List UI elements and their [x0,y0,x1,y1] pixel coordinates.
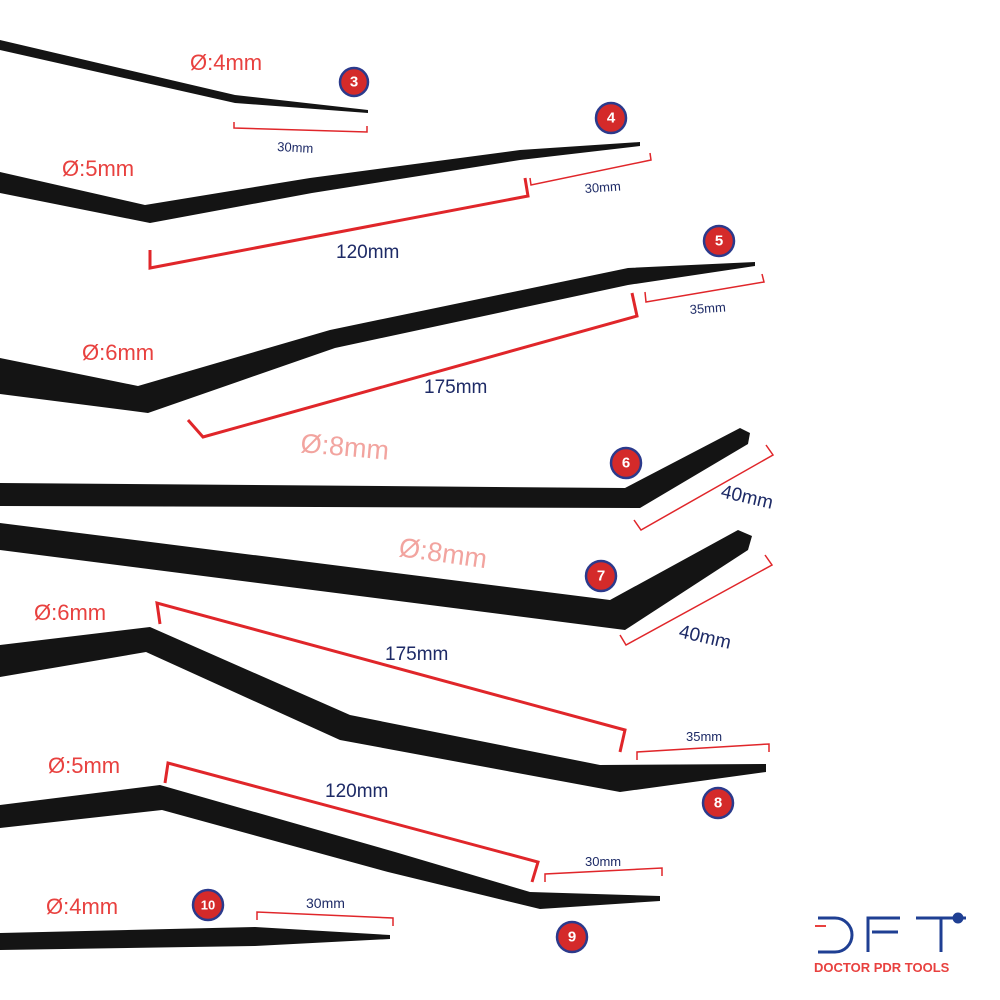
rod-7 [0,523,752,630]
tip-label-8: 35mm [686,729,722,744]
tip-label-3: 30mm [277,139,314,156]
shaft-dimension-4 [148,177,530,270]
shaft-label-4: 120mm [336,242,399,263]
svg-text:3: 3 [350,74,358,91]
rod-9 [0,785,660,909]
svg-text:8: 8 [714,795,722,812]
tip-label-10: 30mm [306,895,345,911]
badge-6: 6 [609,446,643,480]
badge-10: 10 [191,888,225,922]
svg-text:9: 9 [568,929,576,946]
rod-5 [0,262,755,413]
shaft-label-5: 175mm [424,377,487,398]
rod-3 [0,40,368,113]
tool-10: Ø:4mm 30mm 10 [0,888,394,950]
tip-label-9: 30mm [585,854,621,869]
svg-text:10: 10 [201,898,215,913]
tool-5: Ø:6mm 175mm 35mm 5 [0,224,765,439]
badge-5: 5 [702,224,736,258]
diameter-label-4: Ø:5mm [62,156,134,181]
tip-label-7: 40mm [677,621,733,653]
tip-dimension-3 [233,122,368,133]
tip-dimension-10 [256,911,394,926]
badge-3: 3 [338,66,370,98]
tip-label-4: 30mm [584,179,621,196]
tool-6: Ø:8mm 40mm 6 [0,428,775,531]
diameter-label-5: Ø:6mm [82,340,154,365]
tip-dimension-6 [633,444,775,531]
diameter-label-6: Ø:8mm [299,428,390,466]
tip-label-5: 35mm [689,300,726,317]
shaft-dimension-9 [163,761,540,883]
diameter-label-9: Ø:5mm [48,753,120,778]
dpt-logo-icon [815,912,966,954]
tip-label-6: 40mm [719,481,775,513]
tip-dimension-7 [619,554,774,647]
diameter-label-8: Ø:6mm [34,600,106,625]
shaft-dimension-8 [155,600,627,753]
shaft-dimension-5 [186,292,639,439]
rod-4 [0,142,640,223]
badge-4: 4 [594,101,628,135]
rod-10 [0,927,390,950]
diameter-label-10: Ø:4mm [46,894,118,919]
diameter-label-7: Ø:8mm [397,532,489,574]
tip-dimension-9 [544,867,663,882]
tool-7: Ø:8mm 40mm 7 [0,523,774,654]
shaft-label-8: 175mm [385,644,448,665]
tip-dimension-5 [644,273,765,303]
svg-text:6: 6 [622,455,630,472]
rod-6 [0,428,750,508]
tool-9: Ø:5mm 120mm 30mm 9 [0,753,663,954]
tool-8: Ø:6mm 175mm 35mm 8 [0,600,770,820]
logo-name: DOCTOR PDR TOOLS [814,960,950,975]
diameter-label-3: Ø:4mm [190,50,262,75]
badge-9: 9 [555,920,589,954]
badge-7: 7 [584,559,618,593]
tip-dimension-8 [636,743,770,760]
svg-text:7: 7 [597,568,605,585]
tool-4: Ø:5mm 120mm 30mm 4 [0,101,652,270]
tool-3: Ø:4mm 30mm 3 [0,40,370,156]
svg-text:4: 4 [607,110,616,127]
tip-dimension-4 [529,152,652,186]
badge-8: 8 [701,786,735,820]
rod-8 [0,627,766,792]
shaft-label-9: 120mm [325,781,388,802]
brand-logo: DOCTOR PDR TOOLS [814,912,966,975]
svg-text:5: 5 [715,233,723,250]
